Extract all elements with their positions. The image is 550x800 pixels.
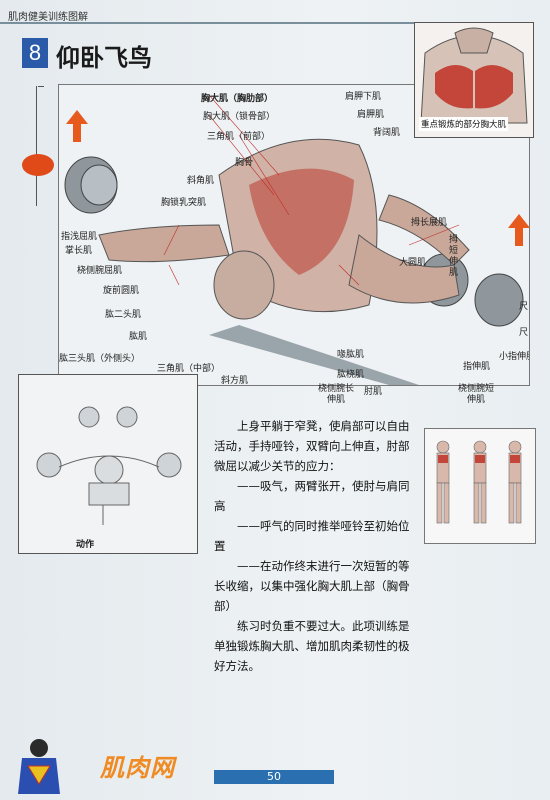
label-obliques: 斜角肌: [187, 176, 215, 186]
side-figures-drawing: [436, 440, 522, 524]
page-number: 50: [214, 770, 334, 784]
paragraph-3: ——呼气的同时推举哑铃至初始位置: [214, 519, 410, 553]
site-watermark: 肌肉网: [100, 754, 175, 782]
anatomy-drawing: [64, 94, 524, 385]
label-pronator: 旋前圆肌: [103, 286, 140, 296]
label-palmaris-brevis: 指浅屈肌: [61, 232, 98, 242]
label-deltoid-front: 三角肌（前部）: [207, 132, 271, 142]
margin-rule: [36, 86, 37, 206]
orange-oval-marker: [22, 154, 54, 176]
label-sternum: 胸骨: [235, 158, 254, 168]
side-figures: [424, 428, 536, 544]
paragraph-5: 练习时负重不要过大。此项训练是单独锻炼胸大肌、增加肌肉柔韧性的极好方法。: [214, 619, 410, 673]
label-little-finger: 小指伸肌: [499, 352, 529, 362]
exercise-title: 仰卧飞鸟: [56, 44, 152, 72]
paragraph-1: 上身平躺于窄凳，使肩部可以自由活动，手持哑铃，双臂向上伸直，肘部微屈以减少关节的…: [214, 419, 410, 473]
label-abd-pollicis-long: 拇长展肌: [411, 218, 448, 228]
up-arrow-right-icon: [508, 214, 530, 246]
label-flexor-carpi-radialis: 桡侧腕屈肌: [77, 266, 123, 276]
label-ext-carpi-radialis-long: 桡侧腕长伸肌: [317, 384, 354, 405]
chest-inset-drawing: [420, 27, 528, 124]
label-ext-digitorum: 指伸肌: [463, 362, 491, 372]
label-trapezius: 斜方肌: [221, 376, 249, 386]
label-brachioradialis: 肱桡肌: [337, 370, 365, 380]
label-triceps-lateral: 肱三头肌（外侧头）: [59, 354, 141, 364]
exercise-number-badge: 8: [22, 38, 48, 68]
label-teres-minor: 肩胛肌: [357, 110, 385, 120]
action-drawing: [36, 406, 182, 525]
action-label: 动作: [76, 540, 95, 550]
label-ulnar-1: 尺: [519, 302, 529, 312]
label-lats: 背阔肌: [373, 128, 401, 138]
action-illustration: [18, 374, 198, 554]
paragraph-4: ——在动作终末进行一次短暂的等长收缩，以集中强化胸大肌上部（胸骨部）: [214, 559, 410, 613]
running-title: 肌肉健美训练图解: [8, 12, 88, 23]
instruction-text: 上身平躺于窄凳，使肩部可以自由活动，手持哑铃，双臂向上伸直，肘部微屈以减少关节的…: [214, 416, 414, 676]
header-rule: [0, 22, 470, 24]
chest-inset: 重点锻炼的部分胸大肌: [414, 22, 534, 138]
label-palmaris-long: 掌长肌: [65, 246, 93, 256]
label-deltoid-mid: 三角肌（中部）: [157, 364, 221, 374]
inset-label: 重点锻炼的部分胸大肌: [419, 117, 509, 131]
label-levator: 肩胛下肌: [345, 92, 382, 102]
paragraph-2: ——吸气，两臂张开，使肘与肩同高: [214, 479, 410, 513]
label-coracobrachialis: 喙肱肌: [337, 350, 365, 360]
superman-logo-icon: [18, 739, 60, 794]
label-elbow: 肘肌: [364, 387, 383, 397]
up-arrow-left-icon: [66, 110, 88, 142]
label-ulnar-2: 尺: [519, 328, 529, 338]
label-ext-pollicis-brevis: 拇短伸肌: [449, 235, 459, 278]
label-scm: 胸锁乳突肌: [161, 198, 207, 208]
label-pec-sternal: 胸大肌（胸肋部）: [201, 94, 274, 104]
label-pec-clavicular: 胸大肌（锁骨部）: [203, 112, 276, 122]
label-ext-carpi-radialis-brevis: 桡侧腕短伸肌: [457, 384, 494, 405]
label-teres-major: 大圆肌: [399, 258, 427, 268]
label-biceps: 肱二头肌: [105, 310, 142, 320]
margin-rule-tick: [38, 86, 44, 87]
label-brachialis: 肱肌: [129, 332, 148, 342]
